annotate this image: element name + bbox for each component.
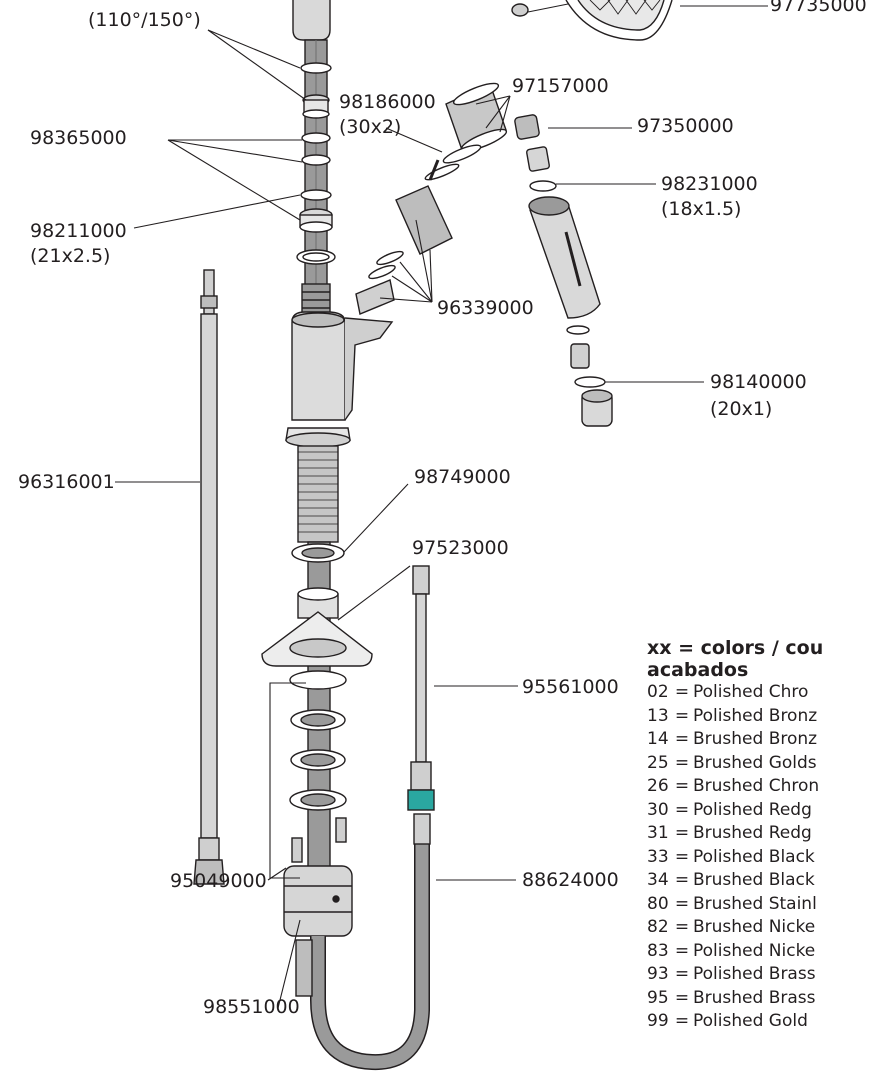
- legend-item-code: 99: [647, 1011, 669, 1031]
- legend-item-equals: =: [674, 682, 690, 702]
- label-97350000: 97350000: [637, 115, 734, 137]
- legend-item-equals: =: [674, 964, 690, 984]
- legend-item-name: Polished Redg: [693, 799, 812, 820]
- legend-item-name: Brushed Nicke: [693, 917, 816, 937]
- legend-item: 13=Polished Bronz: [647, 705, 895, 729]
- legend-item-code: 95: [647, 987, 669, 1008]
- legend-item-name: Polished Gold: [693, 1011, 808, 1031]
- legend-item-name: Brushed Chron: [693, 776, 820, 796]
- legend-item-name: Polished Black: [693, 846, 815, 867]
- faucet-body: [285, 311, 394, 448]
- supply-hose-right: [407, 565, 435, 811]
- label-98551000: 98551000: [203, 996, 300, 1018]
- label-98231000: 98231000: [661, 173, 758, 195]
- spray-head-assembly: [514, 114, 613, 427]
- legend-item: 25=Brushed Golds: [647, 752, 895, 776]
- legend-item: 26=Brushed Chron: [647, 775, 895, 799]
- legend-item-equals: =: [674, 705, 690, 726]
- label-95049000: 95049000: [170, 870, 267, 892]
- legend-item: 93=Polished Brass: [647, 963, 895, 987]
- legend-item-name: Brushed Bronz: [693, 729, 818, 749]
- supply-hose-left: [193, 269, 225, 885]
- legend-item-name: Polished Chro: [693, 682, 809, 702]
- label-98140000-size: (20x1): [710, 398, 773, 420]
- legend-item-equals: =: [674, 1011, 690, 1031]
- label-98211000: 98211000: [30, 220, 127, 242]
- label-95561000: 95561000: [522, 676, 619, 698]
- legend-item-code: 93: [647, 964, 669, 984]
- legend-item-code: 33: [647, 846, 669, 867]
- threaded-shank: [297, 445, 339, 543]
- mounting-hardware: [261, 543, 373, 863]
- legend-item: 30=Polished Redg: [647, 799, 895, 823]
- label-98211000-size: (21x2.5): [30, 245, 111, 267]
- label-88624000: 88624000: [522, 869, 619, 891]
- legend-item-code: 14: [647, 729, 669, 749]
- legend-item-code: 82: [647, 917, 669, 937]
- legend-item-equals: =: [674, 729, 690, 749]
- label-98186000-size: (30x2): [339, 116, 402, 138]
- legend-subtitle: acabados: [647, 659, 749, 681]
- legend-item-name: Brushed Stainl: [693, 893, 817, 914]
- legend-item: 34=Brushed Black: [647, 869, 895, 893]
- legend-item: 82=Brushed Nicke: [647, 916, 895, 940]
- spout-top-part: [292, 0, 331, 41]
- aerator-screen: [511, 0, 673, 41]
- legend-item-name: Polished Bronz: [693, 705, 818, 726]
- legend-item: 02=Polished Chro: [647, 681, 895, 705]
- legend-item-name: Brushed Redg: [693, 823, 812, 843]
- legend-item: 83=Polished Nicke: [647, 940, 895, 964]
- legend-item-equals: =: [674, 940, 690, 961]
- hose-weight: [283, 865, 353, 937]
- legend-item: 31=Brushed Redg: [647, 822, 895, 846]
- legend-item-equals: =: [674, 752, 690, 773]
- legend-item-name: Brushed Black: [693, 870, 815, 890]
- legend-item-code: 02: [647, 682, 669, 702]
- legend-item-name: Brushed Golds: [693, 752, 817, 773]
- label-97735000: 97735000: [770, 0, 867, 16]
- legend-item-equals: =: [674, 870, 690, 890]
- legend-item-code: 30: [647, 799, 669, 820]
- legend-item-code: 34: [647, 870, 669, 890]
- legend-item-code: 13: [647, 705, 669, 726]
- legend-item: 80=Brushed Stainl: [647, 893, 895, 917]
- label-98231000-size: (18x1.5): [661, 198, 742, 220]
- legend-item: 99=Polished Gold: [647, 1010, 895, 1034]
- legend-item-equals: =: [674, 799, 690, 820]
- legend-item-equals: =: [674, 846, 690, 867]
- legend-item-code: 80: [647, 893, 669, 914]
- shaft-rings: [296, 62, 336, 265]
- legend-item-equals: =: [674, 893, 690, 914]
- legend-item-code: 25: [647, 752, 669, 773]
- legend-item-name: Brushed Brass: [693, 987, 816, 1008]
- label-98365000: 98365000: [30, 127, 127, 149]
- legend-item: 14=Brushed Bronz: [647, 728, 895, 752]
- label-96316001: 96316001: [18, 471, 115, 493]
- label-98140000: 98140000: [710, 371, 807, 393]
- label-angle: (110°/150°): [88, 9, 201, 31]
- legend-item-equals: =: [674, 987, 690, 1008]
- legend-item-equals: =: [674, 776, 690, 796]
- label-98749000: 98749000: [414, 466, 511, 488]
- legend-item: 95=Brushed Brass: [647, 987, 895, 1011]
- legend-item-equals: =: [674, 917, 690, 937]
- legend-item-code: 31: [647, 823, 669, 843]
- legend-item-code: 83: [647, 940, 669, 961]
- label-98186000: 98186000: [339, 91, 436, 113]
- legend-item-name: Polished Brass: [693, 964, 816, 984]
- finish-legend: xx = colors / cou acabados 02=Polished C…: [647, 637, 895, 1034]
- label-96339000: 96339000: [437, 297, 534, 319]
- label-97157000: 97157000: [512, 75, 609, 97]
- leader-lines: [115, 3, 768, 1009]
- legend-item-equals: =: [674, 823, 690, 843]
- label-97523000: 97523000: [412, 537, 509, 559]
- legend-title: xx = colors / cou: [647, 637, 824, 659]
- legend-item: 33=Polished Black: [647, 846, 895, 870]
- legend-item-name: Polished Nicke: [693, 940, 816, 961]
- legend-item-code: 26: [647, 776, 669, 796]
- cartridge-assembly: [355, 82, 508, 315]
